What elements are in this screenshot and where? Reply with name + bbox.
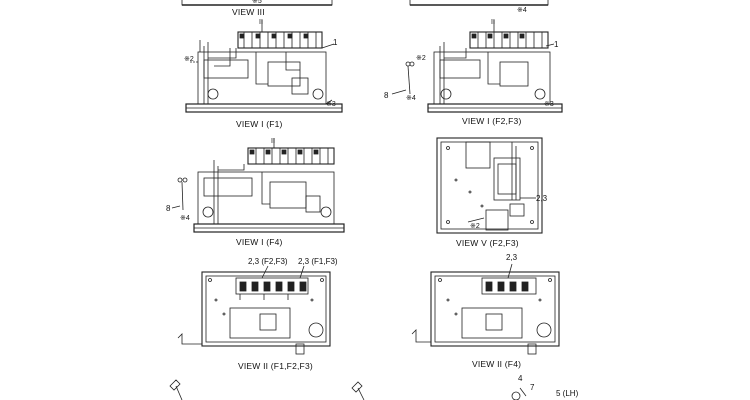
view-i-f1-drawing — [185, 20, 343, 113]
view-i-f4-ii: II — [271, 138, 275, 145]
part-5-lh: 5 (LH) — [556, 389, 579, 398]
part-7: 7 — [530, 383, 535, 392]
view-top-right-panel — [409, 0, 549, 6]
view-ii-f4-drawing — [411, 263, 560, 355]
view-i-f4-label: VIEW I (F4) — [236, 237, 283, 247]
note-star5: ※5 — [252, 0, 262, 5]
view-iii-label: VIEW III — [232, 7, 265, 17]
view-v-label: VIEW V (F2,F3) — [456, 238, 519, 248]
view-i-f1-part-1: 1 — [333, 38, 338, 47]
view-v-star2: ※2 — [470, 223, 480, 230]
view-i-f4-drawing — [171, 138, 345, 233]
view-ii-f1f2f3-drawing — [177, 265, 331, 355]
view-i-f2f3-label: VIEW I (F2,F3) — [462, 116, 522, 126]
bottom-parts — [169, 379, 527, 400]
view-ii-part-23-f1f3: 2,3 (F1,F3) — [298, 257, 338, 266]
part-4: 4 — [518, 374, 523, 383]
view-v-part-23: 2,3 — [536, 194, 548, 203]
view-i-f1-ii: II — [259, 19, 263, 26]
view-i-f2f3-ii: II — [491, 19, 495, 26]
view-i-f1-label: VIEW I (F1) — [236, 119, 283, 129]
view-i-f2f3-star4: ※4 — [406, 95, 416, 102]
view-ii-part-23-f2f3: 2,3 (F2,F3) — [248, 257, 288, 266]
view-ii-f1f2f3-label: VIEW II (F1,F2,F3) — [238, 361, 313, 371]
view-i-f2f3-drawing — [391, 20, 563, 113]
view-i-f4-star4: ※4 — [180, 215, 190, 222]
view-ii-f4-part-23: 2,3 — [506, 253, 518, 262]
view-i-f2f3-part-1: 1 — [554, 40, 559, 49]
note-star4-top: ※4 — [517, 7, 527, 14]
view-iii-panel — [181, 0, 333, 6]
view-i-f1-star3: ※3 — [326, 101, 336, 108]
view-ii-f4-label: VIEW II (F4) — [472, 359, 522, 369]
view-v-drawing — [436, 137, 543, 234]
view-i-f2f3-star2: ※2 — [416, 55, 426, 62]
view-i-f2f3-part-8: 8 — [384, 91, 389, 100]
view-i-f2f3-star3: ※3 — [544, 101, 554, 108]
view-i-f4-part-8: 8 — [166, 204, 171, 213]
view-i-f1-star2: ※2 — [184, 56, 194, 63]
